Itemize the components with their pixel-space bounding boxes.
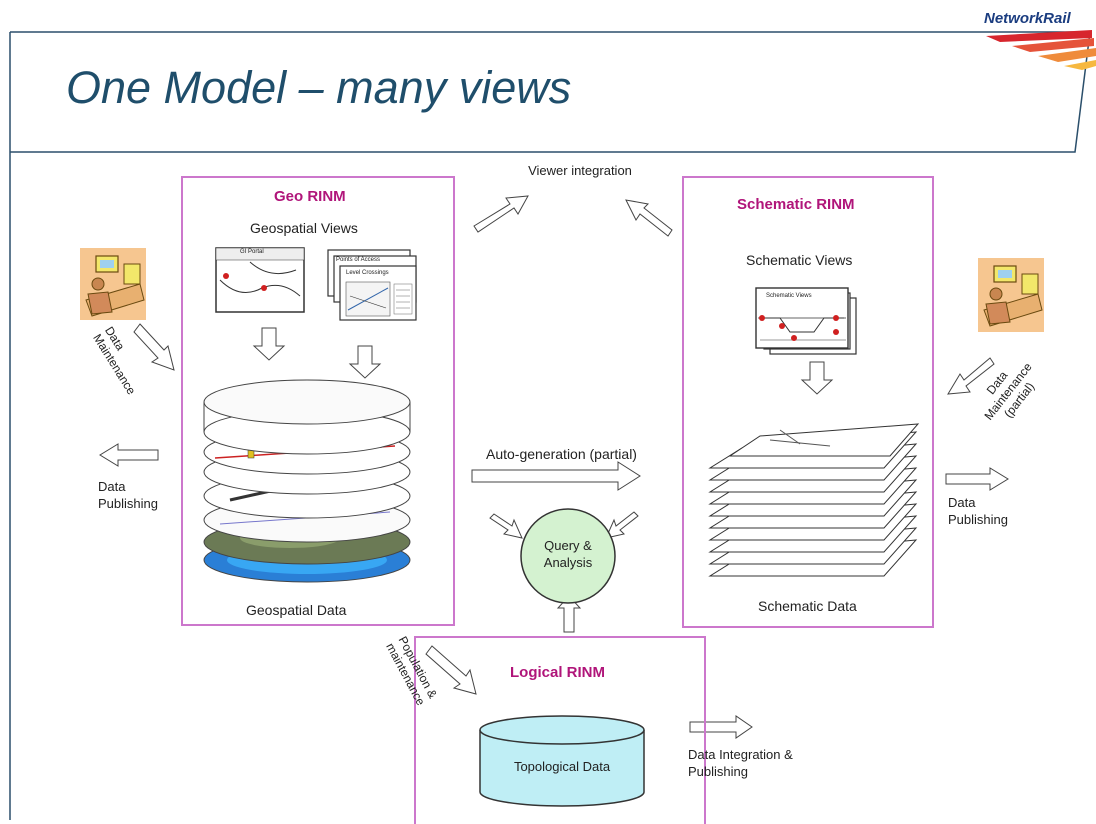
worker-at-desk-icon xyxy=(978,258,1044,332)
down-right-arrow-icon xyxy=(489,513,523,539)
query-analysis-circle xyxy=(520,508,616,604)
points-of-access-title: Points of Access xyxy=(336,257,381,263)
right-arrow-icon xyxy=(945,467,1009,491)
geo-rinm-box xyxy=(181,176,455,626)
up-left-arrow-icon xyxy=(625,199,673,237)
schematic-rinm-heading: Schematic RINM xyxy=(737,196,855,213)
down-arrow-icon xyxy=(252,327,286,361)
geospatial-views-label: Geospatial Views xyxy=(250,220,358,236)
query-analysis-label: Query & Analysis xyxy=(543,538,593,570)
data-integration-label: Data Integration & Publishing xyxy=(688,747,793,779)
right-data-publishing-label: Data Publishing xyxy=(948,495,1008,527)
up-right-arrow-icon xyxy=(473,195,529,233)
schematic-data-stack-icon xyxy=(708,423,920,577)
logical-rinm-box xyxy=(414,636,706,824)
schematic-screen-title: Schematic Views xyxy=(766,293,812,299)
networkrail-logo-text: NetworkRail xyxy=(984,10,1071,27)
auto-generation-arrow-icon xyxy=(471,461,641,491)
worker-at-desk-icon xyxy=(80,248,146,320)
down-left-arrow-icon xyxy=(947,357,995,395)
logical-rinm-heading: Logical RINM xyxy=(510,664,606,681)
schematic-views-screen-icon xyxy=(755,287,857,355)
left-data-publishing-label: Data Publishing xyxy=(98,479,158,511)
down-right-arrow-icon xyxy=(133,323,175,371)
viewer-integration-label: Viewer integration xyxy=(528,163,632,178)
schematic-data-label: Schematic Data xyxy=(758,598,857,614)
schematic-rinm-box xyxy=(682,176,934,628)
down-left-arrow-icon xyxy=(605,511,639,539)
down-arrow-icon xyxy=(800,361,834,395)
gi-portal-title: GI Portal xyxy=(240,249,264,255)
auto-generation-label: Auto-generation (partial) xyxy=(486,446,637,462)
down-right-arrow-icon xyxy=(425,645,477,695)
geospatial-data-label: Geospatial Data xyxy=(246,602,347,618)
geo-rinm-heading: Geo RINM xyxy=(274,188,346,205)
level-crossings-title: Level Crossings xyxy=(346,270,389,276)
topological-database-icon xyxy=(479,715,645,807)
level-crossings-screen-icon xyxy=(339,265,417,321)
down-arrow-icon xyxy=(348,345,382,379)
left-arrow-icon xyxy=(99,443,159,467)
networkrail-logo-icon xyxy=(986,30,1096,70)
page-title: One Model – many views xyxy=(66,62,572,113)
geospatial-data-stack-icon xyxy=(203,379,411,583)
schematic-views-label: Schematic Views xyxy=(746,252,853,268)
gi-portal-screen-icon xyxy=(215,247,305,313)
topological-data-label: Topological Data xyxy=(513,759,611,774)
title-banner-frame xyxy=(10,31,1091,153)
right-arrow-icon xyxy=(689,715,753,739)
